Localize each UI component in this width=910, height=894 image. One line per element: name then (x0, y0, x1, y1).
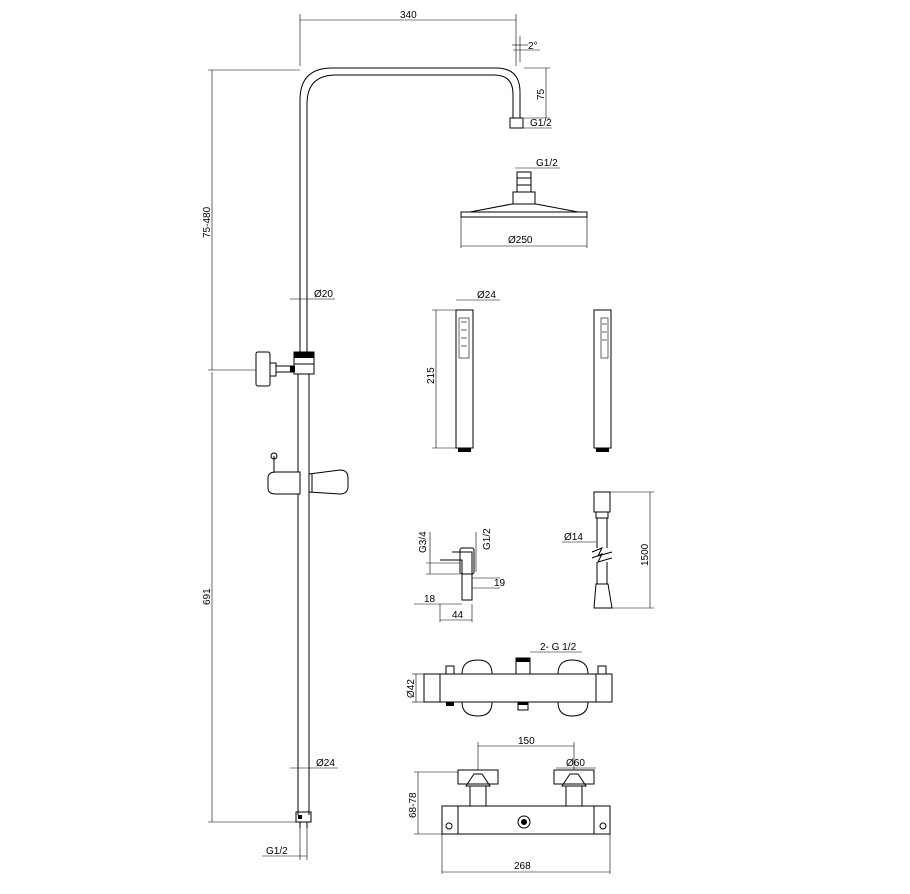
mixer-length-label: 268 (514, 861, 531, 872)
elbow-thread-out-label: G1/2 (482, 528, 493, 550)
mixer-outlets-label: 2- G 1/2 (540, 642, 577, 653)
dim-arm-thread-label: G1/2 (530, 118, 552, 129)
mixer-top-view: 2- G 1/2 Ø42 (406, 642, 613, 717)
elbow-d18-label: 18 (424, 594, 436, 605)
dim-upper-tube-label: Ø20 (314, 289, 333, 300)
head-thread-label: G1/2 (536, 158, 558, 169)
hose: Ø14 1500 (562, 491, 654, 609)
shower-column (255, 67, 524, 828)
dim-height-range-label: 75-480 (202, 206, 213, 238)
mixer-centres-label: 150 (518, 736, 535, 747)
hand-length-label: 215 (426, 367, 437, 384)
wall-elbow: G3/4 G1/2 19 18 44 (414, 528, 506, 622)
elbow-d19-label: 19 (494, 578, 506, 589)
head-diameter-label: Ø250 (508, 235, 533, 246)
dim-inlet-thread-label: G1/2 (266, 846, 288, 857)
elbow-thread-in-label: G3/4 (418, 531, 429, 553)
hand-shower-front (593, 309, 612, 452)
dim-angle-label: 2° (528, 41, 538, 52)
dim-lower-tube-label: Ø24 (316, 758, 335, 769)
mixer-height-label: Ø42 (406, 679, 417, 698)
dim-width-label: 340 (400, 10, 417, 21)
mixer-front-view: 150 Ø60 68-78 268 (408, 736, 611, 874)
hose-length-label: 1500 (640, 543, 651, 566)
hose-diameter-label: Ø14 (564, 532, 583, 543)
column-dimensions: 340 2° 75 G1/2 75-480 691 Ø20 Ø24 G (202, 10, 552, 860)
hand-diameter-label: Ø24 (477, 290, 496, 301)
hand-shower-side: Ø24 215 (426, 290, 500, 452)
mixer-knob-label: Ø60 (566, 758, 585, 769)
mixer-projection-label: 68-78 (408, 792, 419, 818)
elbow-d44-label: 44 (452, 610, 464, 621)
head-shower: G1/2 Ø250 (460, 158, 588, 248)
dim-drop-label: 75 (536, 88, 547, 100)
dim-lower-height-label: 691 (202, 588, 213, 605)
